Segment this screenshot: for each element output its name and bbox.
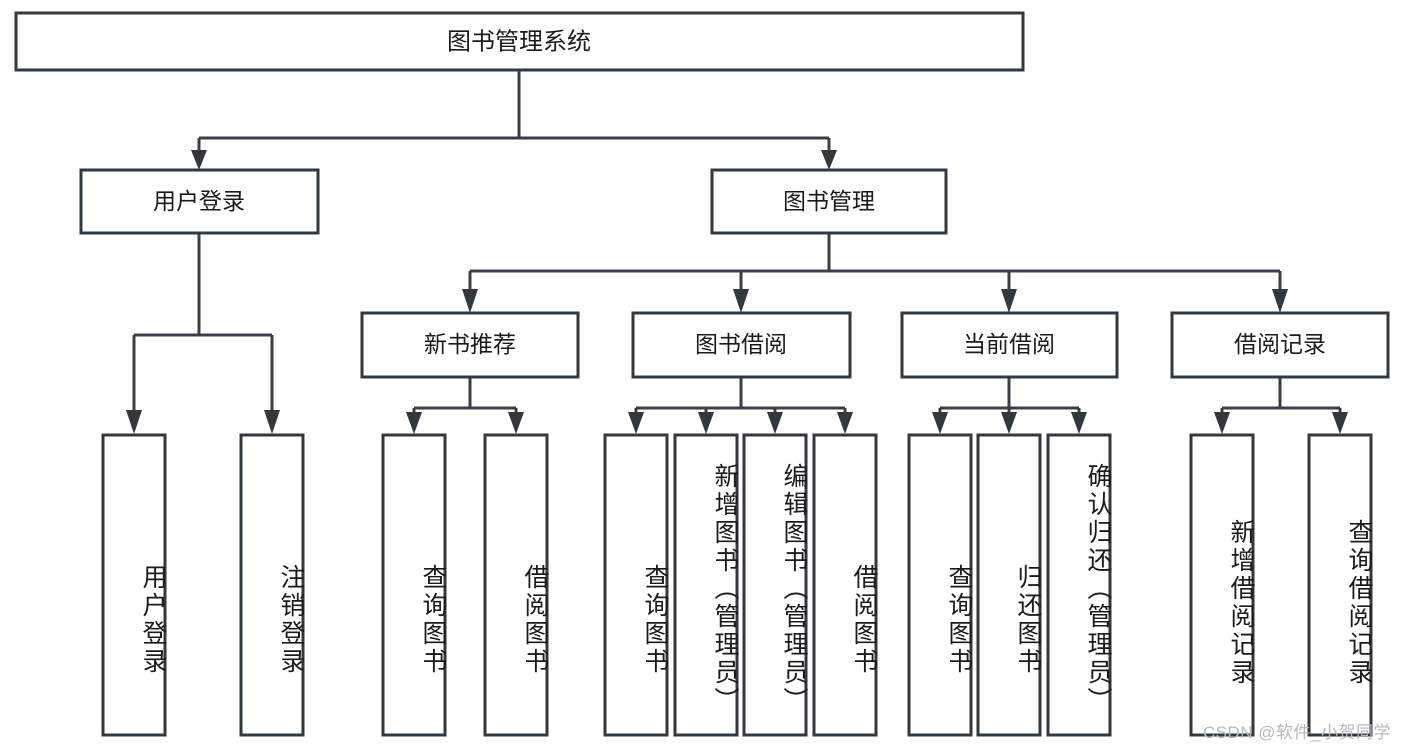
node-leaf-confirm-return[interactable]: [1046, 433, 1112, 737]
node-book-borrow[interactable]: [631, 311, 852, 379]
node-root-book-management-system[interactable]: [14, 11, 1025, 72]
node-user-login[interactable]: [79, 168, 320, 235]
node-book-manage-label: 图书管理: [783, 188, 875, 214]
node-leaf-query-book-2[interactable]: [603, 433, 669, 737]
arrow-to-leaf-user-login: [126, 410, 142, 434]
arrow-to-borrow-record: [1272, 289, 1288, 313]
csdn-watermark: CSDN @软件_小贺同学: [1202, 723, 1391, 742]
arrow-to-leaf-borrow-book-2: [837, 412, 853, 434]
arrow-to-leaf-add-book: [698, 412, 714, 434]
arrow-to-book-borrow: [733, 289, 749, 313]
arrow-to-leaf-query-book-1: [406, 412, 422, 434]
node-leaf-query-record[interactable]: [1307, 433, 1373, 737]
node-leaf-borrow-book-1[interactable]: [483, 433, 549, 737]
node-borrow-record[interactable]: [1170, 311, 1390, 379]
node-book-borrow-label: 图书借阅: [695, 331, 787, 357]
node-borrow-record-label: 借阅记录: [1234, 331, 1326, 357]
node-leaf-query-book-1[interactable]: [381, 433, 447, 737]
arrow-to-leaf-query-book-2: [628, 412, 644, 434]
node-root-label: 图书管理系统: [447, 28, 591, 55]
node-leaf-return-book[interactable]: [976, 433, 1042, 737]
node-user-login-label: 用户登录: [153, 188, 245, 214]
node-leaf-borrow-book-2[interactable]: [812, 433, 878, 737]
node-book-manage[interactable]: [710, 168, 948, 235]
arrow-to-current-borrow: [1001, 289, 1017, 313]
node-new-book-recommend-label: 新书推荐: [424, 331, 516, 357]
node-layer: 图书管理系统 用户登录 图书管理 新书推荐 图书借阅 当前借阅 借阅记录: [14, 11, 1390, 737]
node-new-book-recommend[interactable]: [360, 311, 580, 379]
arrow-to-leaf-confirm-return: [1071, 412, 1087, 434]
arrow-to-new-book-recommend: [462, 289, 478, 313]
arrow-to-leaf-query-book-3: [932, 412, 948, 434]
arrow-to-leaf-edit-book: [767, 412, 783, 434]
node-current-borrow[interactable]: [900, 311, 1119, 379]
arrow-to-user-login: [191, 150, 207, 170]
node-leaf-user-login[interactable]: [101, 433, 167, 737]
connector-layer: [126, 70, 1348, 434]
arrow-to-leaf-borrow-book-1: [508, 412, 524, 434]
arrow-to-leaf-user-logout: [264, 410, 280, 434]
node-leaf-add-book[interactable]: [673, 433, 739, 737]
arrow-to-leaf-return-book: [1001, 412, 1017, 434]
arrow-to-leaf-add-record: [1214, 412, 1230, 434]
arrow-to-book-manage: [821, 150, 837, 170]
node-leaf-query-book-3[interactable]: [907, 433, 973, 737]
node-leaf-add-record[interactable]: [1189, 433, 1255, 737]
node-leaf-user-logout[interactable]: [239, 433, 305, 737]
node-current-borrow-label: 当前借阅: [963, 331, 1055, 357]
node-leaf-edit-book[interactable]: [742, 433, 808, 737]
arrow-to-leaf-query-record: [1332, 412, 1348, 434]
